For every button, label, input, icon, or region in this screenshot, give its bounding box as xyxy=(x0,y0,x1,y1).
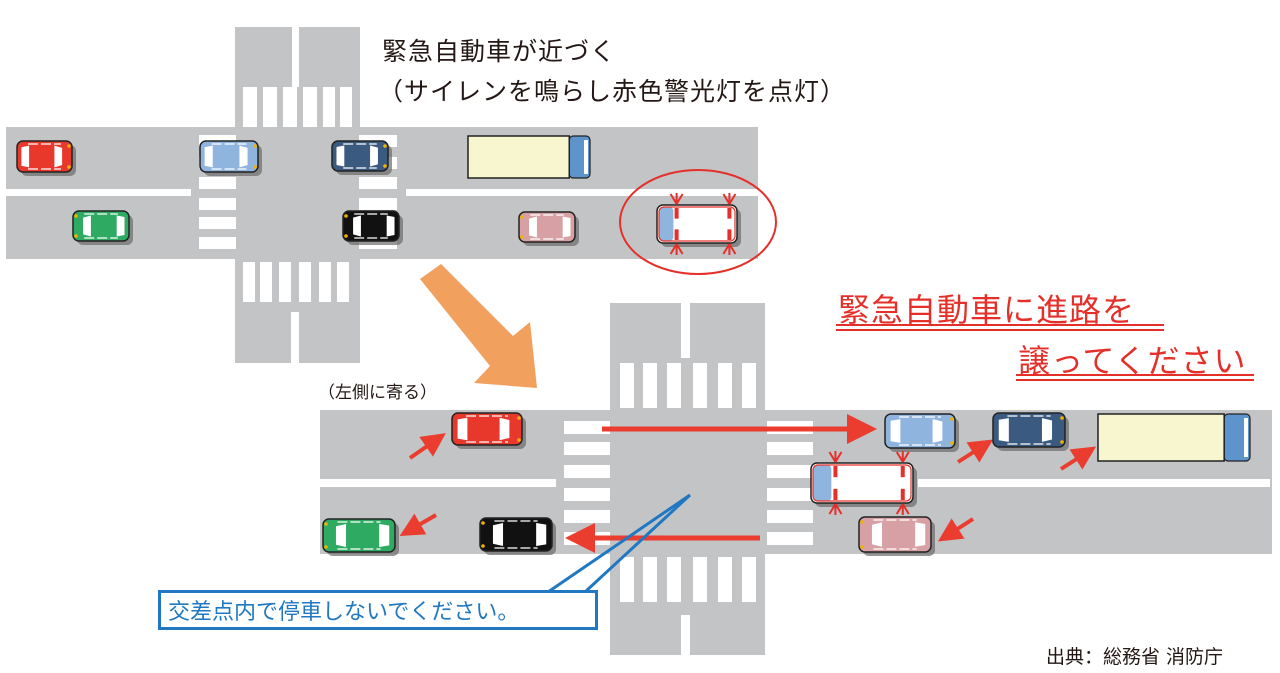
truck xyxy=(467,135,591,179)
transition-arrow-icon xyxy=(420,264,537,388)
light-blue-car xyxy=(199,140,262,176)
pull-left-arrow-icon xyxy=(1059,446,1097,471)
heading-line-2: （サイレンを鳴らし赤色警光灯を点灯） xyxy=(378,77,847,106)
ambulance xyxy=(656,193,741,255)
center-line xyxy=(918,479,1270,487)
ambulance xyxy=(810,451,917,515)
crosswalk-right xyxy=(767,421,813,545)
pull-left-arrow-icon xyxy=(399,513,437,536)
center-line xyxy=(6,189,191,196)
callout-text: 交差点内で停車しないでください。 xyxy=(168,600,520,625)
center-line xyxy=(291,312,299,364)
red-car xyxy=(451,412,526,449)
keep-left-note: （左側に寄る） xyxy=(318,383,437,403)
black-car xyxy=(342,210,403,245)
navy-car xyxy=(992,412,1069,451)
red-car xyxy=(16,140,76,176)
pink-car xyxy=(858,516,935,556)
motion-arrows xyxy=(399,414,1097,553)
truck xyxy=(1097,413,1251,462)
center-line xyxy=(681,303,690,358)
pull-left-arrow-icon xyxy=(937,517,975,542)
center-line xyxy=(406,189,758,196)
pull-left-arrow-icon xyxy=(956,439,994,464)
center-line xyxy=(681,615,690,655)
instruction-line-1: 緊急自動車に進路を xyxy=(838,291,1136,329)
green-car xyxy=(72,210,133,245)
heading-line-1: 緊急自動車が近づく xyxy=(382,37,617,66)
green-car xyxy=(322,518,399,556)
crosswalk-bottom xyxy=(243,262,349,302)
light-blue-car xyxy=(884,413,959,452)
instruction-underline-1 xyxy=(836,324,1164,331)
ambulance-highlight-circle xyxy=(619,169,777,275)
pink-car xyxy=(518,211,579,246)
navy-car xyxy=(331,140,392,175)
source-credit: 出典：総務省 消防庁 xyxy=(1046,646,1224,668)
crosswalk-bottom xyxy=(620,557,756,602)
crosswalk-top xyxy=(243,87,352,127)
crosswalk-top xyxy=(620,363,756,408)
center-line xyxy=(320,479,556,487)
black-car xyxy=(479,517,556,555)
callout-pointer xyxy=(547,493,692,594)
center-line xyxy=(292,27,299,87)
instruction-underline-2 xyxy=(1016,374,1254,381)
instruction-line-2: 譲ってください xyxy=(1018,342,1247,380)
pull-left-arrow-icon xyxy=(408,433,446,460)
callout-box xyxy=(158,590,598,630)
